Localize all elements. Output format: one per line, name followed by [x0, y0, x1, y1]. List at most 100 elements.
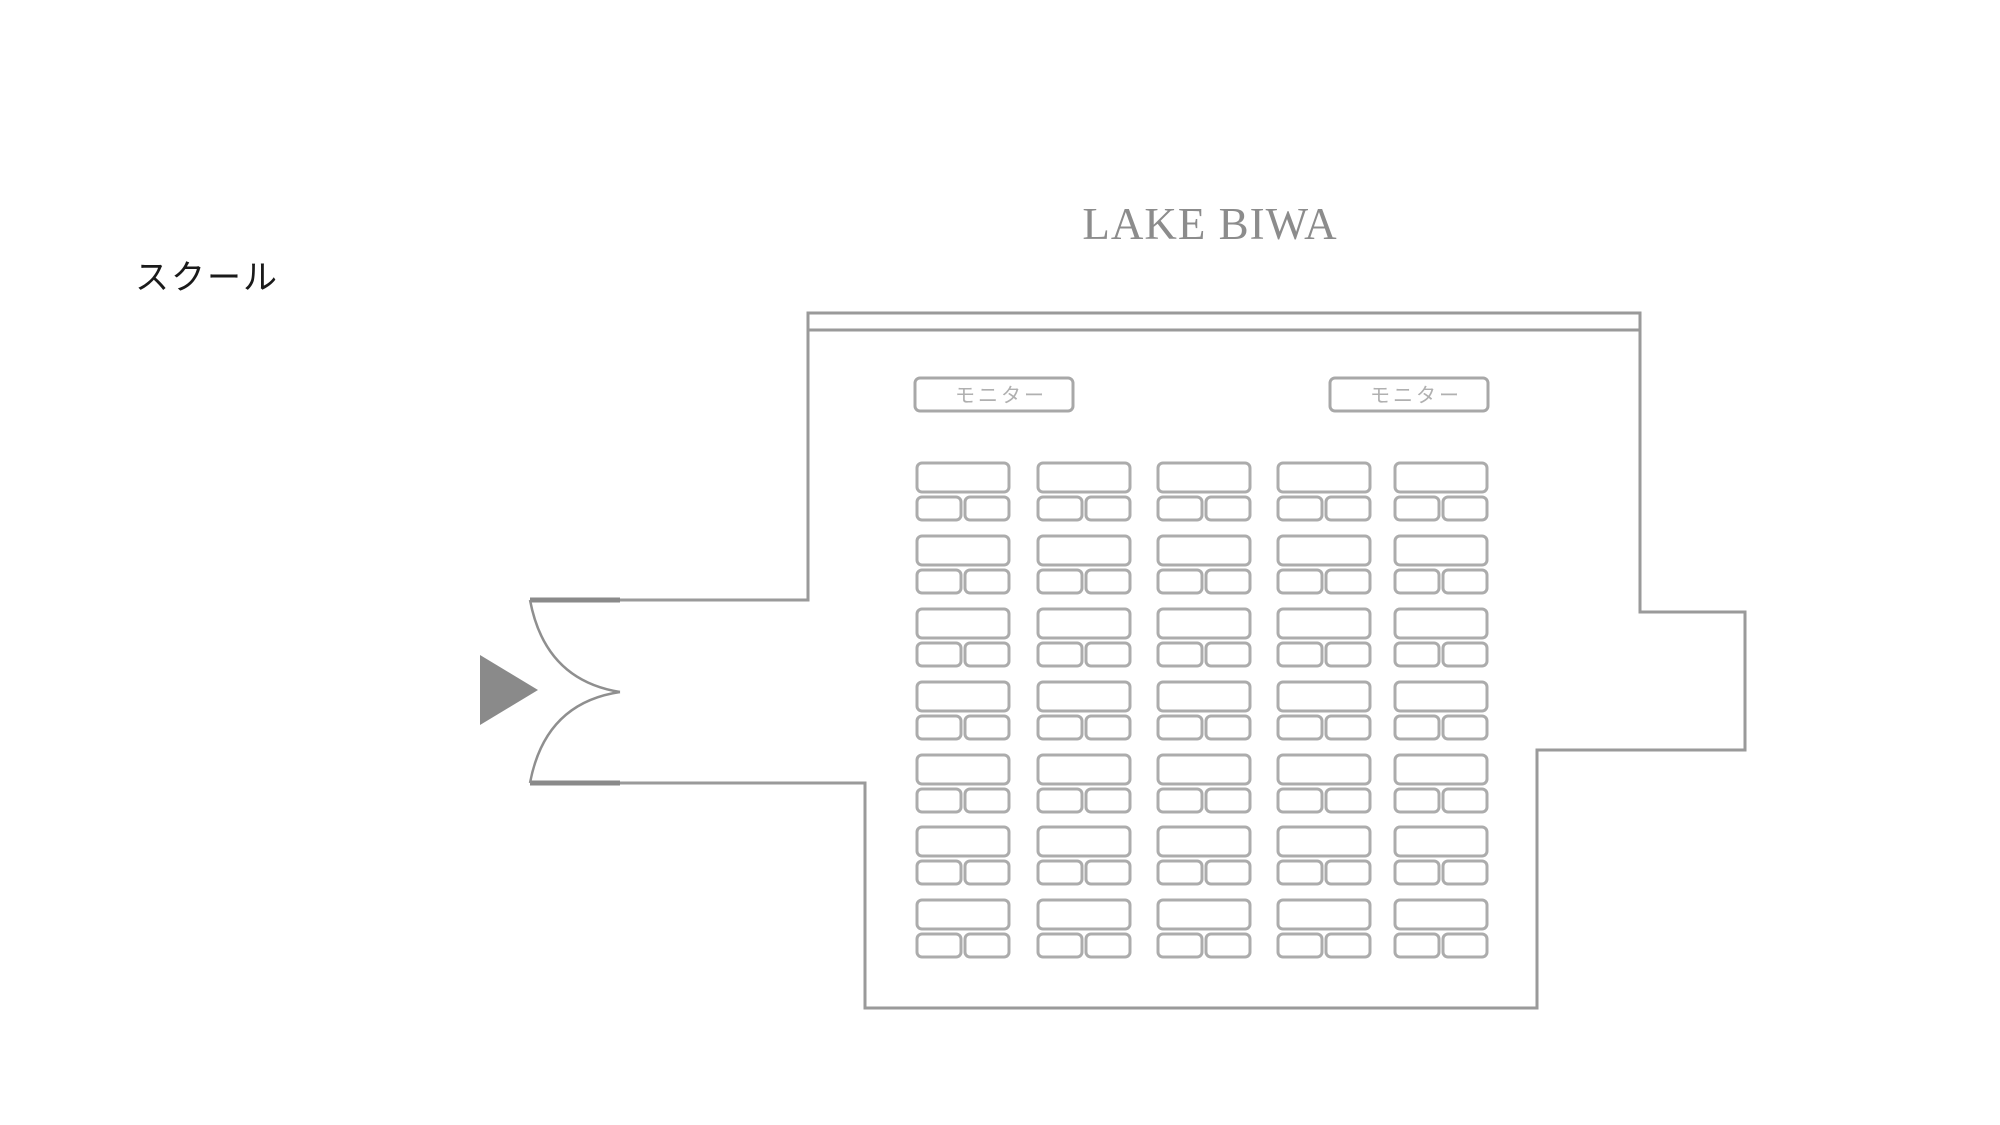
desk — [915, 753, 1011, 786]
chair — [1084, 932, 1132, 959]
desk-unit — [1393, 534, 1489, 595]
monitor: モニター — [913, 376, 1075, 413]
chair — [1441, 714, 1489, 741]
door-leaf-bottom — [528, 690, 621, 784]
chair — [1393, 932, 1441, 959]
chair — [1441, 568, 1489, 595]
chair — [1393, 495, 1441, 522]
chair — [915, 495, 963, 522]
chair — [1276, 859, 1324, 886]
desk — [1276, 898, 1372, 931]
desk — [1393, 825, 1489, 858]
chair — [1036, 495, 1084, 522]
chair — [1084, 495, 1132, 522]
monitor-label: モニター — [955, 383, 1047, 407]
desk-unit — [1036, 607, 1132, 668]
desk — [1036, 753, 1132, 786]
layout-type-label: スクール — [135, 258, 279, 298]
chair — [1204, 932, 1252, 959]
desk-unit — [1036, 461, 1132, 522]
chair — [915, 714, 963, 741]
desk — [1276, 461, 1372, 494]
desk-unit — [1276, 461, 1372, 522]
desk-unit — [1156, 825, 1252, 886]
chair — [1441, 641, 1489, 668]
desk-unit — [1393, 680, 1489, 741]
desk-unit — [915, 753, 1011, 814]
chair — [1204, 568, 1252, 595]
chair — [1156, 641, 1204, 668]
chair — [1156, 932, 1204, 959]
chair — [1276, 495, 1324, 522]
desk — [1156, 825, 1252, 858]
chair — [1324, 495, 1372, 522]
desk-unit — [1276, 825, 1372, 886]
desk — [1393, 898, 1489, 931]
desk-unit — [1156, 461, 1252, 522]
chair — [1441, 787, 1489, 814]
chair — [1276, 714, 1324, 741]
desk — [1276, 825, 1372, 858]
chair — [1441, 932, 1489, 959]
chair — [1036, 568, 1084, 595]
chair — [915, 932, 963, 959]
chair — [1156, 787, 1204, 814]
chair — [1036, 787, 1084, 814]
desk-unit — [1276, 607, 1372, 668]
desk-unit — [1276, 680, 1372, 741]
desk-unit — [1036, 898, 1132, 959]
chair — [1324, 859, 1372, 886]
chair — [1324, 932, 1372, 959]
chair — [1156, 859, 1204, 886]
chair — [1084, 641, 1132, 668]
chair — [1393, 641, 1441, 668]
chair — [1393, 787, 1441, 814]
chair — [963, 859, 1011, 886]
desk — [1276, 680, 1372, 713]
desk-unit — [915, 461, 1011, 522]
desk — [1036, 461, 1132, 494]
chair — [1276, 568, 1324, 595]
desk-unit — [1156, 607, 1252, 668]
desk-unit — [915, 607, 1011, 668]
chair — [963, 495, 1011, 522]
chair — [1324, 714, 1372, 741]
desk — [1156, 607, 1252, 640]
chair — [1084, 568, 1132, 595]
desk — [1393, 680, 1489, 713]
chair — [963, 641, 1011, 668]
chair — [1036, 859, 1084, 886]
desk — [1036, 680, 1132, 713]
chair — [1204, 641, 1252, 668]
monitor: モニター — [1328, 376, 1490, 413]
chair — [1036, 932, 1084, 959]
desk — [1156, 534, 1252, 567]
desk-unit — [1393, 607, 1489, 668]
chair — [1084, 787, 1132, 814]
desk-unit — [1393, 825, 1489, 886]
chair — [963, 714, 1011, 741]
desk — [1393, 607, 1489, 640]
desk-unit — [1393, 753, 1489, 814]
chair — [1393, 859, 1441, 886]
desk — [1036, 898, 1132, 931]
chair — [963, 568, 1011, 595]
desk-unit — [1156, 534, 1252, 595]
chair — [1276, 932, 1324, 959]
desk — [1036, 534, 1132, 567]
desk-unit — [915, 680, 1011, 741]
desk — [915, 461, 1011, 494]
chair — [1324, 641, 1372, 668]
chair — [915, 787, 963, 814]
desk — [1276, 607, 1372, 640]
desk-unit — [915, 825, 1011, 886]
chair — [915, 568, 963, 595]
desk-unit — [1276, 534, 1372, 595]
chair — [963, 787, 1011, 814]
desk-unit — [1393, 898, 1489, 959]
chair — [915, 641, 963, 668]
chair — [1276, 787, 1324, 814]
top-wall-strip — [806, 311, 1642, 332]
chair — [915, 859, 963, 886]
